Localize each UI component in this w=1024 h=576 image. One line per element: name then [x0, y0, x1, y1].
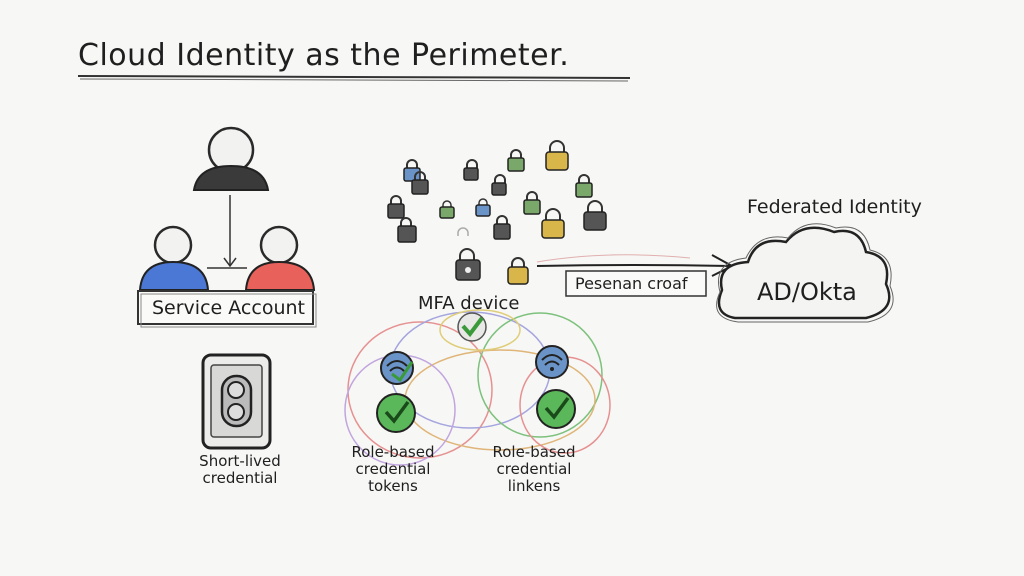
lock-icons-cluster	[387, 140, 607, 285]
cloud-label: AD/Okta	[757, 278, 857, 306]
arrow-label: Pesenan croaf	[575, 274, 688, 293]
lock-icon	[475, 198, 491, 217]
lock-icon	[397, 217, 417, 243]
mfa-device-label: MFA device	[418, 293, 520, 314]
lock-icon	[493, 215, 511, 240]
short-lived-credential-label: Short-lived credential	[199, 452, 281, 487]
lock-icon	[455, 248, 481, 281]
phone-icon	[201, 353, 272, 450]
lock-icon	[439, 200, 455, 219]
arrow-label-box	[565, 270, 707, 297]
federated-identity-label: Federated Identity	[747, 196, 922, 218]
lock-icon	[411, 171, 429, 195]
title-underline	[77, 75, 631, 79]
lock-icon	[491, 174, 507, 196]
lock-icon	[387, 195, 405, 219]
role-based-tokens-label: Role-based credential tokens	[351, 443, 435, 495]
person-icon-red	[244, 225, 316, 291]
arrow-line	[536, 264, 731, 267]
role-based-linkens-label: Role-based credential linkens	[492, 443, 576, 495]
lock-icon	[403, 159, 421, 182]
lock-icon	[541, 208, 565, 239]
check-icon	[536, 389, 576, 429]
person-icon-top	[192, 126, 270, 191]
wifi-icon	[380, 351, 414, 385]
page-title: Cloud Identity as the Perimeter.	[78, 38, 570, 73]
wifi-icon	[535, 345, 569, 379]
lock-icon	[545, 140, 569, 171]
lock-icon	[463, 159, 479, 181]
lock-icon	[507, 257, 529, 285]
service-account-box	[137, 290, 314, 325]
check-icon	[376, 393, 416, 433]
lock-icon	[523, 191, 541, 215]
lock-icon	[583, 200, 607, 231]
lock-icon	[507, 149, 525, 172]
service-account-label: Service Account	[152, 297, 305, 319]
lock-icon	[575, 174, 593, 198]
check-icon	[457, 312, 487, 342]
cloud-icon	[716, 223, 894, 323]
person-icon-blue	[138, 225, 210, 291]
lock-icon	[457, 227, 469, 236]
